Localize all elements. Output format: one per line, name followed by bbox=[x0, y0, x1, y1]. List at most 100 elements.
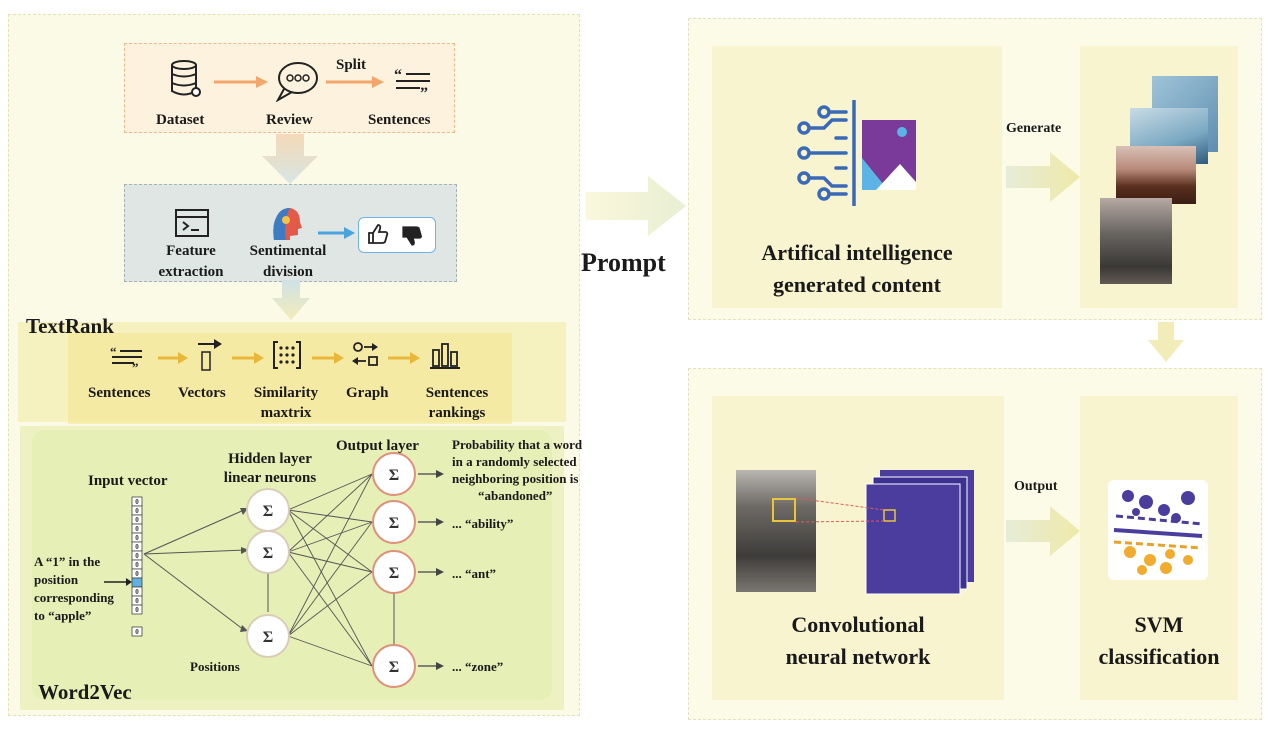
svg-text:”: ” bbox=[420, 85, 428, 98]
review-label: Review bbox=[266, 112, 313, 128]
output-node-3 bbox=[372, 550, 416, 594]
sigma-o2: Σ bbox=[389, 515, 399, 532]
dataset-label: Dataset bbox=[156, 112, 205, 128]
textrank-matrix-icon bbox=[273, 341, 301, 369]
generated-image-1 bbox=[1100, 198, 1172, 284]
feature-extraction-label-1: Feature bbox=[166, 243, 216, 259]
hidden-layer-label-1: Hidden layer bbox=[228, 451, 312, 467]
textrank-step-rankings-2: rankings bbox=[428, 405, 486, 421]
aigc-label-1: Artifical intelligence bbox=[761, 240, 953, 265]
hidden-node-2 bbox=[246, 530, 290, 574]
hidden-layer-label-2: linear neurons bbox=[223, 470, 317, 486]
textrank-step-rankings: Sentences bbox=[425, 385, 489, 401]
textrank-rankings-icon bbox=[430, 343, 460, 369]
svg-text:”: ” bbox=[132, 360, 139, 372]
feature-extraction-label-2: extraction bbox=[158, 264, 224, 280]
database-icon bbox=[171, 60, 201, 97]
svg-text:0: 0 bbox=[135, 606, 139, 614]
sentences-icon: “ ” bbox=[394, 68, 430, 98]
output-zone: ... “zone” bbox=[452, 659, 504, 674]
svg-text:0: 0 bbox=[135, 588, 139, 596]
apple-note-1: A “1” in the bbox=[34, 554, 101, 569]
apple-note-3: corresponding bbox=[34, 590, 114, 605]
svg-text:0: 0 bbox=[135, 628, 139, 636]
sigma-h1: Σ bbox=[263, 503, 273, 520]
cnn-input-photo bbox=[736, 470, 816, 592]
sigma-h2: Σ bbox=[263, 545, 273, 562]
word2vec-title: Word2Vec bbox=[38, 680, 132, 704]
probability-note-3: neighboring position is bbox=[452, 471, 579, 486]
textrank-step-graph: Graph bbox=[346, 385, 389, 401]
svg-text:0: 0 bbox=[135, 552, 139, 560]
terminal-icon bbox=[175, 209, 209, 237]
svg-text:0: 0 bbox=[135, 516, 139, 524]
svm-label-1: SVM bbox=[1134, 612, 1184, 637]
apple-note-4: to “apple” bbox=[34, 608, 92, 623]
output-node-2 bbox=[372, 500, 416, 544]
split-label: Split bbox=[336, 57, 367, 73]
input-vector-label: Input vector bbox=[88, 473, 168, 489]
cnn-feature-maps bbox=[796, 470, 974, 595]
sentiment-head-icon bbox=[273, 208, 302, 240]
output-arrow bbox=[1006, 506, 1080, 556]
prompt-label: Prompt bbox=[581, 248, 666, 277]
svm-icon bbox=[1113, 490, 1203, 575]
arrow-review-sentences bbox=[326, 76, 384, 88]
arrow-dataset-review bbox=[214, 76, 268, 88]
generated-image-2 bbox=[1116, 146, 1196, 204]
sentimental-label-2: division bbox=[262, 264, 314, 280]
aigc-label-2: generated content bbox=[772, 272, 941, 297]
svg-text:0: 0 bbox=[135, 534, 139, 542]
output-node-1 bbox=[372, 452, 416, 496]
sigma-o1: Σ bbox=[389, 467, 399, 484]
svg-text:0: 0 bbox=[135, 570, 139, 578]
sigma-o4: Σ bbox=[389, 659, 399, 676]
ai-content-icon bbox=[797, 100, 916, 206]
textrank-vectors-icon bbox=[198, 339, 222, 371]
thumbs-down-icon[interactable] bbox=[400, 224, 424, 248]
svg-text:0: 0 bbox=[135, 507, 139, 515]
output-label: Output bbox=[1014, 479, 1058, 494]
textrank-graph-icon bbox=[352, 342, 378, 366]
svg-text:0: 0 bbox=[135, 525, 139, 533]
probability-note-4: “abandoned” bbox=[478, 488, 553, 503]
down-arrow-1 bbox=[262, 134, 318, 184]
input-vector-column bbox=[131, 496, 143, 637]
generate-arrow bbox=[1006, 152, 1080, 202]
arrow-to-thumbs bbox=[318, 227, 355, 239]
svg-text:0: 0 bbox=[135, 498, 139, 506]
thumbs-box[interactable] bbox=[358, 217, 436, 253]
cnn-label-2: neural network bbox=[785, 644, 931, 669]
textrank-step-sentences: Sentences bbox=[88, 385, 151, 401]
thumbs-up-icon[interactable] bbox=[366, 222, 390, 246]
sentences-label: Sentences bbox=[368, 112, 431, 128]
positions-label: Positions bbox=[190, 659, 240, 674]
sigma-o3: Σ bbox=[389, 565, 399, 582]
sentimental-label-1: Sentimental bbox=[249, 243, 327, 259]
textrank-step-vectors: Vectors bbox=[178, 385, 226, 401]
hidden-node-3 bbox=[246, 614, 290, 658]
svg-text:0: 0 bbox=[135, 597, 139, 605]
output-ant: ... “ant” bbox=[452, 566, 497, 581]
svg-text:0: 0 bbox=[135, 543, 139, 551]
output-layer-label: Output layer bbox=[336, 438, 419, 454]
aigc-box bbox=[712, 46, 1002, 308]
cnn-label-1: Convolutional bbox=[791, 612, 925, 637]
down-arrow-right bbox=[1148, 322, 1184, 362]
word2vec-inner bbox=[32, 430, 552, 700]
cnn-patch bbox=[772, 498, 796, 522]
output-ability: ... “ability” bbox=[452, 516, 514, 531]
textrank-step-similarity-2: maxtrix bbox=[260, 405, 312, 421]
svg-text:0: 0 bbox=[135, 561, 139, 569]
output-node-4 bbox=[372, 644, 416, 688]
textrank-box bbox=[68, 333, 512, 424]
apple-note-2: position bbox=[34, 572, 79, 587]
textrank-step-similarity: Similarity bbox=[253, 385, 319, 401]
textrank-arrows bbox=[158, 352, 420, 364]
generate-label: Generate bbox=[1006, 121, 1062, 136]
speech-bubble-icon bbox=[275, 62, 318, 102]
sigma-h3: Σ bbox=[263, 629, 273, 646]
prompt-arrow bbox=[586, 176, 686, 236]
